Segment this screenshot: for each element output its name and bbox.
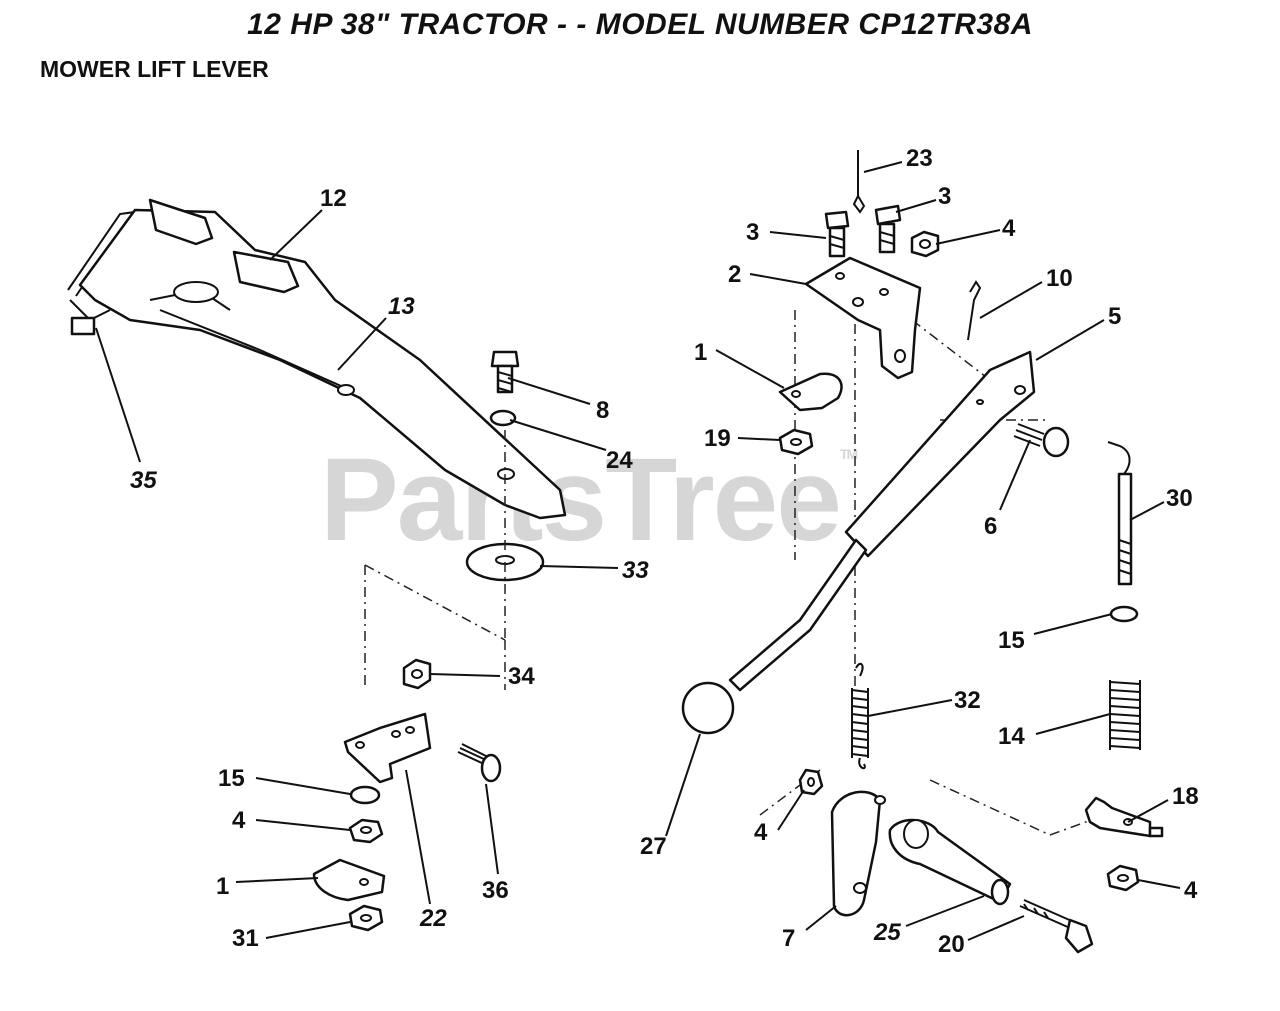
part-1-clip-left[interactable] — [312, 858, 386, 902]
callout-10[interactable]: 10 — [1046, 265, 1073, 292]
callout-31[interactable]: 31 — [232, 925, 259, 952]
part-27-knob[interactable] — [681, 681, 735, 735]
right-alignment-lines — [759, 279, 1106, 836]
callout-19[interactable]: 19 — [704, 425, 731, 452]
callout-8[interactable]: 8 — [596, 397, 609, 424]
callout-4-top[interactable]: 4 — [1002, 215, 1016, 242]
callout-2[interactable]: 2 — [728, 261, 741, 288]
leader-lines — [95, 161, 1181, 941]
part-36-carriage-bolt[interactable] — [457, 743, 502, 783]
part-10-cotter-pin[interactable] — [967, 280, 982, 341]
callout-25[interactable]: 25 — [873, 919, 901, 946]
callout-3-right[interactable]: 3 — [938, 183, 951, 210]
callout-5[interactable]: 5 — [1108, 303, 1121, 330]
part-8-bolt[interactable] — [490, 350, 520, 394]
part-5-lever-plate[interactable] — [844, 350, 1036, 558]
watermark-text: PartsTree — [320, 434, 842, 566]
page-title: 12 HP 38" TRACTOR - - MODEL NUMBER CP12T… — [247, 8, 1033, 41]
callout-23[interactable]: 23 — [906, 145, 933, 172]
part-6-shoulder-bolt[interactable] — [1013, 423, 1070, 458]
callout-36[interactable]: 36 — [482, 877, 509, 904]
part-24-washer[interactable] — [489, 409, 517, 427]
left-alignment-lines — [364, 430, 506, 690]
callout-32[interactable]: 32 — [954, 687, 981, 714]
callout-22[interactable]: 22 — [419, 905, 447, 932]
part-3-bolt-right[interactable] — [874, 204, 902, 254]
part-7-lift-plate[interactable] — [830, 790, 886, 917]
part-1-clip-right[interactable] — [778, 372, 843, 412]
callout-15-right[interactable]: 15 — [998, 627, 1025, 654]
callout-35[interactable]: 35 — [130, 467, 157, 494]
part-31-nut[interactable] — [348, 904, 384, 932]
callout-4-middle[interactable]: 4 — [754, 819, 768, 846]
callout-34[interactable]: 34 — [508, 663, 535, 690]
part-4-nut-left[interactable] — [348, 818, 384, 844]
callout-33[interactable]: 33 — [622, 557, 649, 584]
callout-15-left[interactable]: 15 — [218, 765, 245, 792]
callout-12[interactable]: 12 — [320, 185, 347, 212]
callout-4-bottom[interactable]: 4 — [1184, 877, 1198, 904]
callout-1-right[interactable]: 1 — [694, 339, 707, 366]
part-14-spring[interactable] — [1109, 680, 1141, 750]
part-20-bolt[interactable] — [1019, 899, 1094, 954]
part-4-nut-top[interactable] — [910, 230, 940, 258]
part-30-rod[interactable] — [1107, 441, 1133, 586]
part-15-washer-right[interactable] — [1109, 605, 1139, 623]
part-34-nut[interactable] — [402, 658, 432, 690]
callout-13[interactable]: 13 — [388, 293, 415, 320]
watermark-mark: TM — [839, 446, 858, 462]
watermark: PartsTreeTM — [320, 432, 858, 568]
callout-14[interactable]: 14 — [998, 723, 1025, 750]
callout-24[interactable]: 24 — [606, 447, 633, 474]
part-32-spring[interactable] — [851, 662, 869, 770]
part-18-pivot[interactable] — [1084, 796, 1164, 838]
part-19-nut[interactable] — [778, 428, 814, 456]
callout-labels: 12 13 35 8 24 33 34 15 4 1 31 22 36 23 3… — [130, 145, 1199, 958]
callout-6[interactable]: 6 — [984, 513, 997, 540]
callout-4-left[interactable]: 4 — [232, 807, 246, 834]
part-4-nut-bottom[interactable] — [1106, 864, 1140, 892]
part-23-cotter-pin[interactable] — [852, 150, 866, 214]
part-25-shaft[interactable] — [888, 818, 1012, 906]
part-3-bolt-left[interactable] — [824, 210, 850, 258]
part-15-washer-left[interactable] — [349, 785, 381, 805]
part-12-grip[interactable] — [148, 198, 300, 294]
callout-18[interactable]: 18 — [1172, 783, 1199, 810]
callout-30[interactable]: 30 — [1166, 485, 1193, 512]
part-22-bracket[interactable] — [343, 712, 432, 784]
callout-27[interactable]: 27 — [640, 833, 667, 860]
part-2-bracket[interactable] — [804, 256, 922, 380]
part-13-lift-arm[interactable] — [78, 208, 567, 520]
callout-1-left[interactable]: 1 — [216, 873, 229, 900]
callout-7[interactable]: 7 — [782, 925, 795, 952]
part-27-lever-rod[interactable] — [728, 538, 868, 692]
callout-3-left[interactable]: 3 — [746, 219, 759, 246]
diagram-subtitle: MOWER LIFT LEVER — [40, 56, 269, 82]
callout-20[interactable]: 20 — [938, 931, 965, 958]
